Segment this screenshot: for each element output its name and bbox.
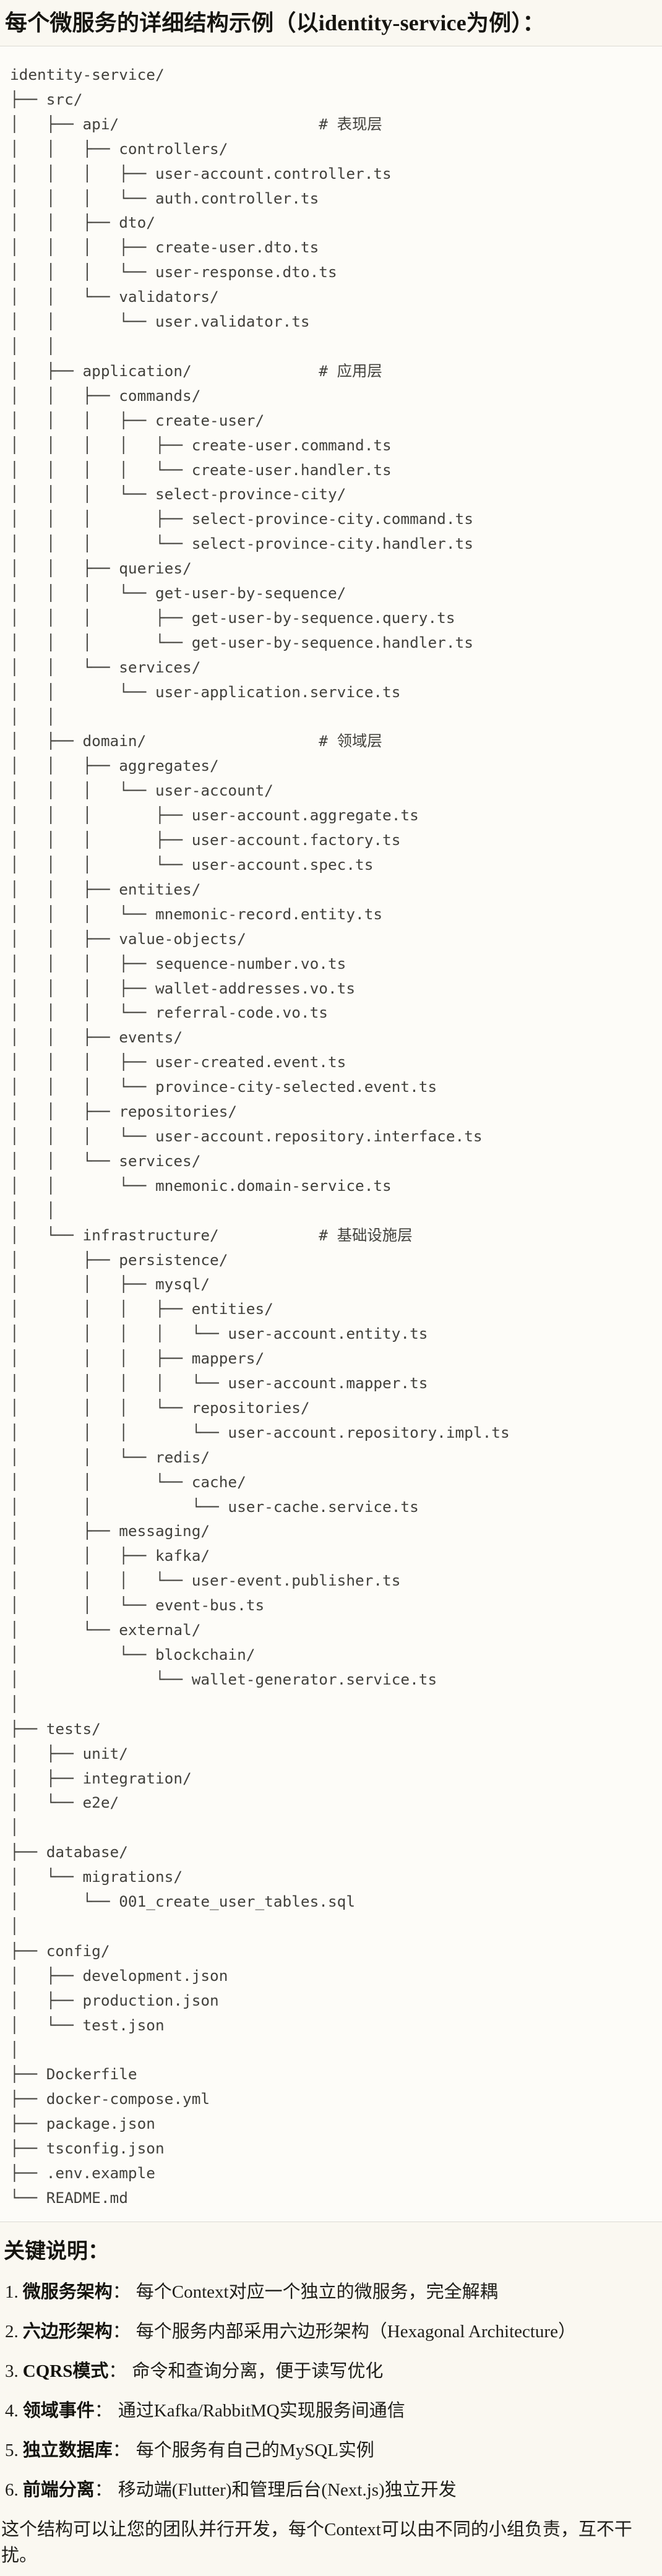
item-number: 2. bbox=[5, 2321, 19, 2342]
key-note-item: 4.领域事件：通过Kafka/RabbitMQ实现服务间通信 bbox=[5, 2398, 657, 2424]
item-separator: ： bbox=[94, 2479, 113, 2500]
item-separator: ： bbox=[94, 2400, 113, 2421]
item-term: 独立数据库 bbox=[22, 2440, 113, 2460]
key-notes-section: 关键说明： 1.微服务架构：每个Context对应一个独立的微服务，完全解耦 2… bbox=[0, 2238, 662, 2569]
item-number: 1. bbox=[5, 2282, 19, 2302]
item-separator: ： bbox=[112, 2282, 131, 2302]
item-description: 移动端(Flutter)和管理后台(Next.js)独立开发 bbox=[118, 2479, 457, 2500]
item-description: 每个服务有自己的MySQL实例 bbox=[135, 2440, 374, 2460]
key-note-item: 5.独立数据库：每个服务有自己的MySQL实例 bbox=[5, 2437, 657, 2463]
item-number: 5. bbox=[5, 2440, 19, 2460]
item-term: CQRS模式 bbox=[22, 2361, 109, 2381]
item-term: 前端分离 bbox=[22, 2479, 95, 2500]
key-note-item: 1.微服务架构：每个Context对应一个独立的微服务，完全解耦 bbox=[5, 2279, 657, 2305]
item-separator: ： bbox=[112, 2321, 131, 2342]
key-note-item: 3.CQRS模式：命令和查询分离，便于读写优化 bbox=[5, 2358, 657, 2384]
page-title: 每个微服务的详细结构示例（以identity-service为例）： bbox=[5, 11, 545, 35]
item-term: 微服务架构 bbox=[22, 2282, 113, 2302]
key-notes-list: 1.微服务架构：每个Context对应一个独立的微服务，完全解耦 2.六边形架构… bbox=[1, 2279, 657, 2503]
item-term: 六边形架构 bbox=[22, 2321, 113, 2342]
item-description: 每个Context对应一个独立的微服务，完全解耦 bbox=[135, 2282, 498, 2302]
item-description: 每个服务内部采用六边形架构（Hexagonal Architecture） bbox=[135, 2321, 576, 2342]
item-description: 命令和查询分离，便于读写优化 bbox=[132, 2361, 384, 2381]
key-note-item: 6.前端分离：移动端(Flutter)和管理后台(Next.js)独立开发 bbox=[5, 2477, 657, 2503]
key-notes-heading: 关键说明： bbox=[4, 2239, 109, 2263]
item-separator: ： bbox=[108, 2361, 127, 2381]
directory-tree: identity-service/ ├── src/ │ ├── api/ # … bbox=[10, 66, 510, 2207]
item-number: 3. bbox=[5, 2361, 19, 2381]
item-number: 4. bbox=[5, 2400, 19, 2421]
item-description: 通过Kafka/RabbitMQ实现服务间通信 bbox=[118, 2400, 405, 2421]
item-term: 领域事件 bbox=[22, 2400, 95, 2421]
item-separator: ： bbox=[112, 2440, 131, 2460]
code-block: identity-service/ ├── src/ │ ├── api/ # … bbox=[0, 46, 662, 2222]
key-note-item: 2.六边形架构：每个服务内部采用六边形架构（Hexagonal Architec… bbox=[5, 2319, 657, 2345]
item-number: 6. bbox=[5, 2479, 19, 2500]
closing-paragraph: 这个结构可以让您的团队并行开发，每个Context可以由不同的小组负责，互不干扰… bbox=[1, 2519, 632, 2565]
